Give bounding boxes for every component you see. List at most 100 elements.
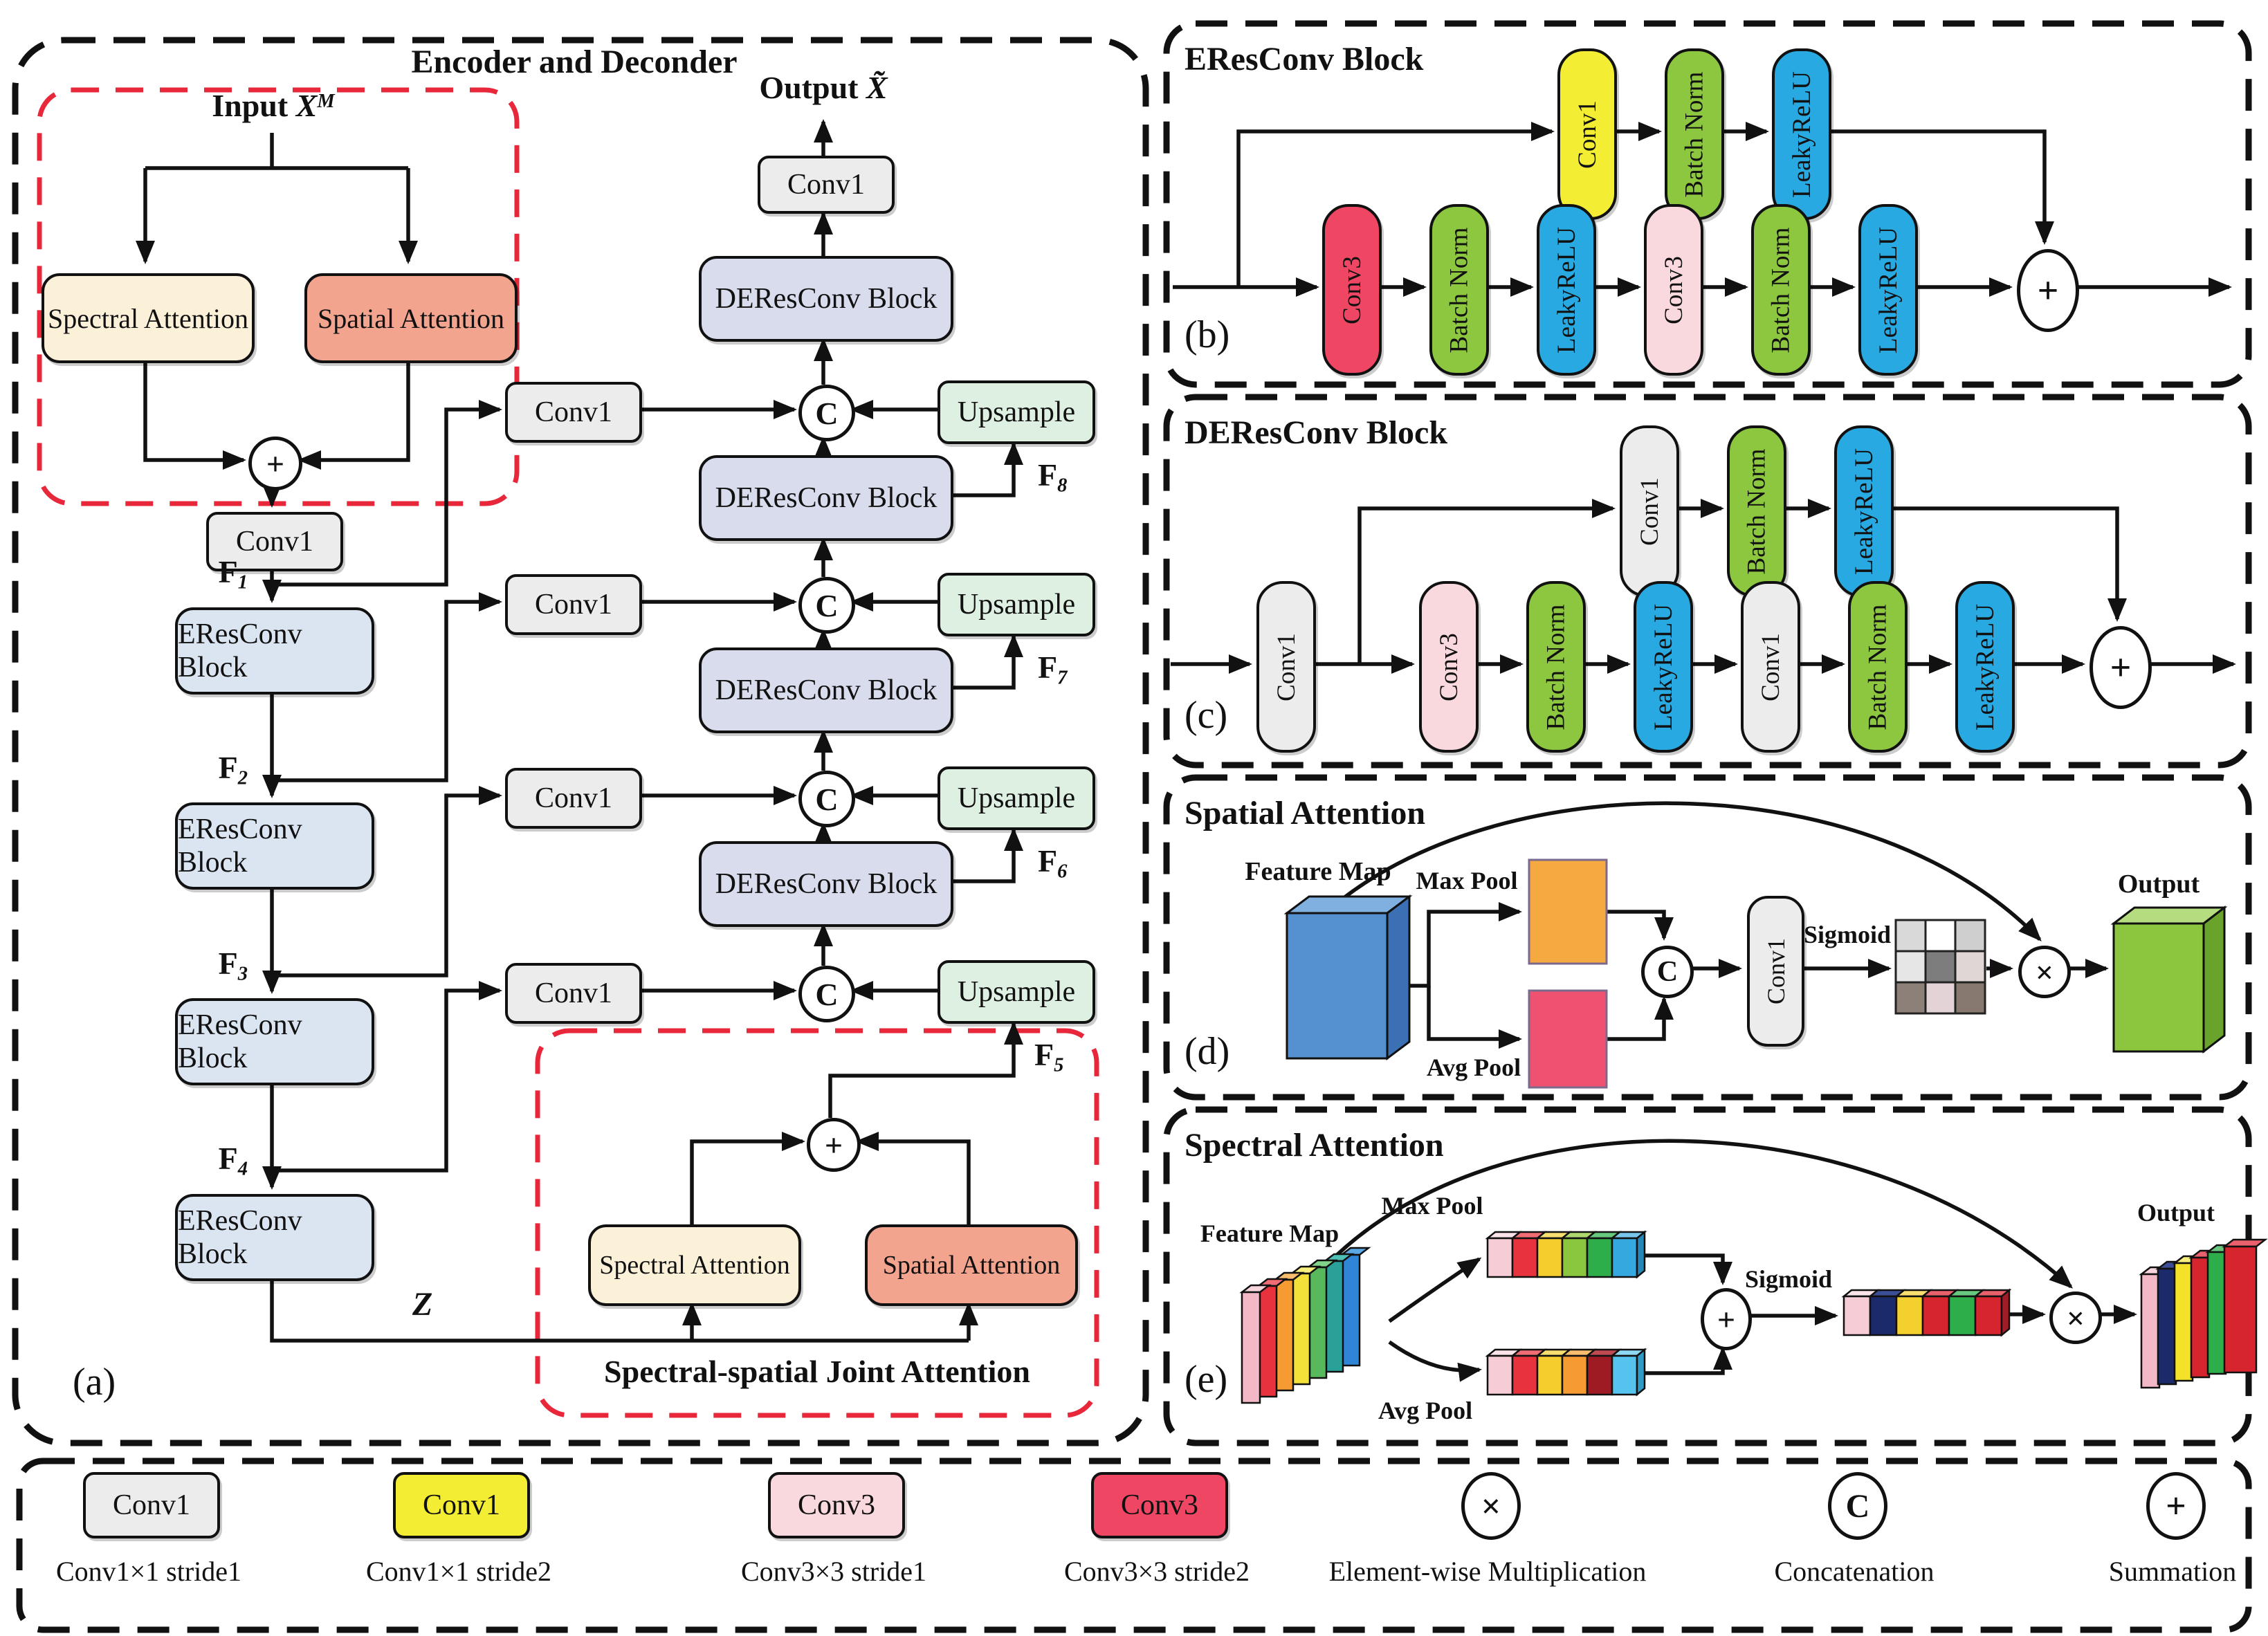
pill-label: Conv3 xyxy=(1434,632,1463,701)
skip-f3 xyxy=(272,786,502,977)
e-sigmoid-label: Sigmoid xyxy=(1744,1265,1833,1293)
legend-multiply-icon: × xyxy=(1461,1472,1521,1540)
f8-line xyxy=(948,441,1023,497)
pill-label: LeakyReLU xyxy=(1849,448,1878,575)
c-bottom-batchnorm-pill: Batch Norm xyxy=(1526,581,1586,753)
spectral-attention-block: Spectral Attention xyxy=(42,273,255,363)
d-sigmoid-label: Sigmoid xyxy=(1803,921,1892,948)
f-sub: 8 xyxy=(1057,475,1068,497)
panel-borders xyxy=(12,20,2252,1633)
arrow xyxy=(1388,1257,1482,1323)
f-sub: 2 xyxy=(237,767,248,789)
c-sum-node: + xyxy=(2089,626,2152,709)
f2-label: F2 xyxy=(179,749,248,790)
f-sub: 4 xyxy=(237,1158,248,1180)
e-avg-pool-label: Avg Pool xyxy=(1378,1397,1473,1424)
pill-label: Conv1 xyxy=(1573,100,1602,169)
c-bottom-conv1-pill: Conv1 xyxy=(1741,581,1800,753)
b-bottom-batchnorm-pill: Batch Norm xyxy=(1429,204,1489,376)
arrow xyxy=(1888,506,2127,622)
concat-node-4: C xyxy=(798,966,855,1022)
f-sub: 1 xyxy=(237,571,248,594)
panel-d-title: Spatial Attention xyxy=(1185,795,1426,831)
pill-label: Conv1 xyxy=(1756,632,1785,701)
feature-cube-front xyxy=(1286,912,1389,1060)
legend-conv1-stride2-box: Conv1 xyxy=(393,1472,530,1538)
legend-conv3-stride2-box: Conv3 xyxy=(1091,1472,1228,1538)
deresconv-block-3: DEResConv Block xyxy=(699,647,953,733)
c-top-conv1-pill: Conv1 xyxy=(1620,425,1679,597)
e-multiply-node: × xyxy=(2049,1292,2102,1344)
panel-b-wires xyxy=(1173,122,2232,297)
c-input-conv1-pill: Conv1 xyxy=(1256,581,1316,753)
d-concat-node: C xyxy=(1641,946,1694,998)
legend-desc-conv1-stride1: Conv1×1 stride1 xyxy=(55,1556,242,1587)
joint-sum-node: + xyxy=(807,1118,861,1172)
legend-desc-conv1-stride2: Conv1×1 stride2 xyxy=(365,1556,552,1587)
upsample-4: Upsample xyxy=(938,960,1095,1024)
spectral-feature-stack xyxy=(1239,1247,1371,1404)
panel-a-title: Encoder and Deconder xyxy=(411,44,738,80)
e-output-label: Output xyxy=(2137,1199,2215,1226)
pill-label: Batch Norm xyxy=(1742,448,1771,574)
skip-conv1-row3: Conv1 xyxy=(505,768,642,829)
f-sub: 7 xyxy=(1057,667,1068,689)
b-top-batchnorm-pill: Batch Norm xyxy=(1665,48,1724,220)
legend-concat-icon: C xyxy=(1828,1472,1887,1540)
z-line xyxy=(270,1276,969,1343)
legend-desc-sum: Summation xyxy=(2108,1556,2237,1587)
b-bottom-leakyrelu2-pill: LeakyReLU xyxy=(1858,204,1918,376)
c-bottom-conv3-pill: Conv3 xyxy=(1419,581,1479,753)
d-conv1-pill: Conv1 xyxy=(1747,896,1804,1047)
z-label: Z xyxy=(412,1286,433,1323)
d-avg-pool-label: Avg Pool xyxy=(1426,1054,1521,1081)
deresconv-block-2: DEResConv Block xyxy=(699,455,953,541)
c-top-leakyrelu-pill: LeakyReLU xyxy=(1834,425,1894,597)
f-base: F xyxy=(1038,457,1058,493)
f3-label: F3 xyxy=(179,945,248,986)
spectral-output-stack xyxy=(2139,1238,2268,1389)
arrow xyxy=(1634,1346,1732,1375)
joint-spectral-attention-block: Spectral Attention xyxy=(588,1224,801,1306)
skip-f1 xyxy=(272,400,502,587)
b-top-leakyrelu-pill: LeakyReLU xyxy=(1772,48,1831,220)
c-bottom-leakyrelu-pill: LeakyReLU xyxy=(1634,581,1693,753)
panel-c-title: DEResConv Block xyxy=(1185,414,1448,451)
f1-label: F1 xyxy=(179,553,248,594)
f-sub: 3 xyxy=(237,963,248,985)
arrow xyxy=(1409,902,1522,988)
legend-conv1-stride1-box: Conv1 xyxy=(83,1472,220,1538)
pill-label: LeakyReLU xyxy=(1787,71,1816,198)
output-var: X̃ xyxy=(866,70,888,105)
pill-label: Conv1 xyxy=(1635,477,1664,546)
panel-d-shapes xyxy=(1283,858,2228,1089)
panel-d-tag: (d) xyxy=(1185,1030,1230,1073)
upsample-3: Upsample xyxy=(938,766,1095,830)
pill-label: Conv1 xyxy=(1762,937,1790,1005)
e-sum-node: + xyxy=(1701,1288,1752,1350)
b-bottom-conv3b-pill: Conv3 xyxy=(1644,204,1703,376)
joint-spatial-attention-block: Spatial Attention xyxy=(865,1224,1078,1306)
b-bottom-conv3-pill: Conv3 xyxy=(1322,204,1382,376)
arrow xyxy=(1634,1253,1732,1285)
panel-b-tag: (b) xyxy=(1185,313,1230,356)
f-base: F xyxy=(1038,650,1058,685)
arrow xyxy=(1607,910,1674,941)
pill-label: Batch Norm xyxy=(1445,227,1474,353)
f-base: F xyxy=(1034,1037,1054,1072)
joint-attention-red-border xyxy=(535,1028,1099,1418)
avg-pool-map xyxy=(1528,989,1608,1089)
f-sub: 6 xyxy=(1057,861,1068,883)
pill-label: Conv3 xyxy=(1337,255,1366,324)
eresconv-block-1: EResConv Block xyxy=(175,607,374,695)
avg-pool-vector xyxy=(1485,1348,1647,1397)
max-pool-map xyxy=(1528,858,1608,965)
pill-label: Batch Norm xyxy=(1766,227,1795,353)
sum-node: + xyxy=(248,436,302,490)
f-base: F xyxy=(218,946,238,981)
concat-node-2: C xyxy=(798,577,855,634)
panel-d-wires xyxy=(1335,801,2109,1049)
eresconv-block-3: EResConv Block xyxy=(175,998,374,1085)
c-top-batchnorm-pill: Batch Norm xyxy=(1727,425,1786,597)
d-multiply-node: × xyxy=(2018,946,2071,998)
